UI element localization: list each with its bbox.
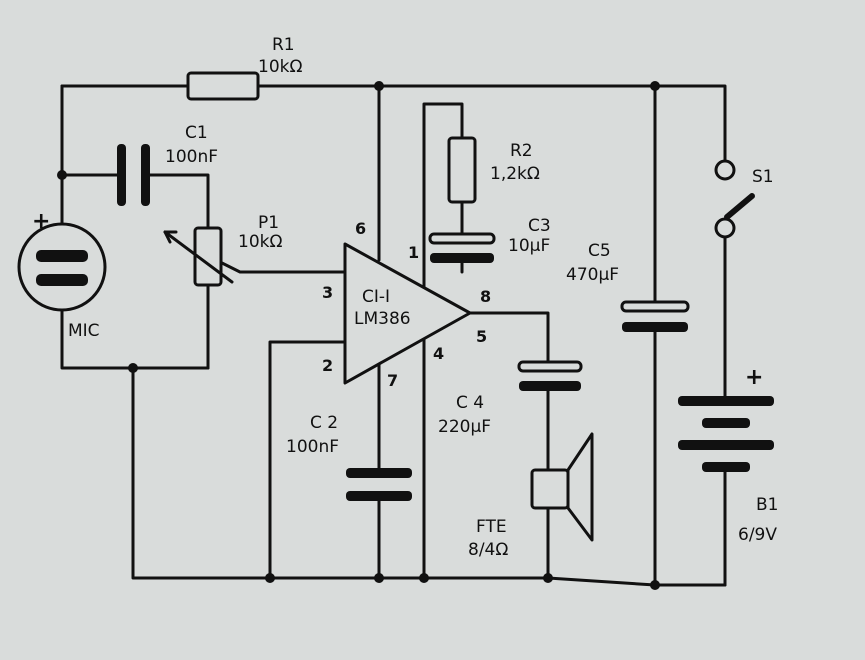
- junction-dot: [57, 170, 67, 180]
- c1-plate-right: [141, 144, 150, 206]
- ic-pin-5: 5: [476, 327, 487, 346]
- capacitor-c3: C3 10µF: [428, 216, 551, 263]
- ic-pin-1: 1: [408, 243, 419, 262]
- battery-ref: B1: [756, 495, 778, 515]
- speaker-fte: FTE 8/4Ω: [468, 432, 594, 560]
- r1-value: 10kΩ: [258, 57, 302, 77]
- capacitor-c4: C 4 220µF: [438, 360, 583, 437]
- c2-value: 100nF: [286, 437, 339, 457]
- ic-pin-3: 3: [322, 283, 333, 302]
- battery-plate-2: [702, 418, 750, 428]
- c2-ref: C 2: [310, 413, 338, 433]
- c1-ref: C1: [185, 123, 208, 143]
- c2-plate-top: [346, 468, 412, 478]
- p1-ref: P1: [258, 213, 279, 233]
- r2-c3-wire: [422, 102, 464, 294]
- c1-branch-wire: [60, 173, 210, 370]
- p1-value: 10kΩ: [238, 232, 282, 252]
- c4-ref: C 4: [456, 393, 484, 413]
- c4-value: 220µF: [438, 417, 491, 437]
- battery-plate-4: [702, 462, 750, 472]
- speaker-ref: FTE: [476, 517, 507, 537]
- p1-arrow-head: [163, 230, 178, 244]
- resistor-r1-body: [186, 71, 260, 101]
- battery-b1: + B1 6/9V: [678, 365, 778, 545]
- c4-plate-solid: [519, 381, 581, 391]
- resistor-r2: R2 1,2kΩ: [447, 136, 540, 204]
- junction-dot: [265, 573, 275, 583]
- mic-plate-top: [36, 250, 88, 262]
- ic-triangle: [343, 242, 472, 385]
- mic-ref: MIC: [68, 321, 100, 341]
- r2-value: 1,2kΩ: [490, 164, 540, 184]
- c4-plate-hollow: [517, 360, 583, 373]
- c1-plate-left: [117, 144, 126, 206]
- battery-value: 6/9V: [738, 525, 777, 545]
- battery-plus-sign: +: [745, 365, 763, 390]
- capacitor-c5: C5 470µF: [566, 241, 690, 332]
- top-rail-wire: [60, 84, 727, 162]
- resistor-r1: R1 10kΩ: [186, 35, 302, 101]
- c3-plate-solid: [430, 253, 494, 263]
- battery-plate-3: [678, 440, 774, 450]
- ic-ref: CI-I: [362, 287, 390, 307]
- junction-dot: [374, 573, 384, 583]
- ic-lm386: CI-I LM386 6 1 3 2 8 5 4 7: [322, 219, 491, 390]
- ic-pin-8: 8: [480, 287, 491, 306]
- junction-dot: [374, 81, 384, 91]
- capacitor-c2: C 2 100nF: [286, 413, 412, 501]
- mic-body: [17, 222, 107, 312]
- switch-s1: S1: [714, 159, 774, 239]
- junction-dot: [543, 573, 553, 583]
- junction-dot: [419, 573, 429, 583]
- c1-value: 100nF: [165, 147, 218, 167]
- speaker-value: 8/4Ω: [468, 540, 508, 560]
- ic-pin-7: 7: [387, 371, 398, 390]
- mic-plus-sign: +: [32, 209, 50, 234]
- s1-contact-bottom: [714, 217, 736, 239]
- capacitor-c1: C1 100nF: [117, 123, 218, 206]
- p1-adjust-arrow: [163, 230, 234, 284]
- wiper-to-pin3-wire: [206, 254, 347, 274]
- output-wire: [468, 311, 550, 580]
- s1-lever: [724, 193, 755, 220]
- ic-pin-4: 4: [433, 344, 444, 363]
- ic-pin-6: 6: [355, 219, 366, 238]
- junctions: [57, 81, 660, 590]
- ground-rail-wire: [131, 366, 727, 587]
- ic-value: LM386: [354, 309, 411, 329]
- mic-plate-bottom: [36, 274, 88, 286]
- resistor-r2-body: [447, 136, 477, 204]
- speaker-cone: [566, 432, 594, 542]
- r1-ref: R1: [272, 35, 295, 55]
- speaker-magnet: [530, 468, 570, 510]
- battery-plate-1: [678, 396, 774, 406]
- left-rail-wire: [60, 84, 210, 370]
- s1-ref: S1: [752, 167, 774, 187]
- c3-plate-hollow: [428, 232, 496, 245]
- c5-plate-hollow: [620, 300, 690, 313]
- r2-ref: R2: [510, 141, 533, 161]
- c2-plate-bottom: [346, 491, 412, 501]
- c5-plate-solid: [622, 322, 688, 332]
- s1-contact-top: [714, 159, 736, 181]
- junction-dot: [650, 580, 660, 590]
- potentiometer-p1: P1 10kΩ: [163, 213, 282, 287]
- microphone-mic: + MIC: [17, 209, 107, 341]
- pin2-wire: [268, 340, 347, 580]
- c5-value: 470µF: [566, 265, 619, 285]
- c5-ref: C5: [588, 241, 611, 261]
- junction-dot: [128, 363, 138, 373]
- junction-dot: [650, 81, 660, 91]
- c3-ref: C3: [528, 216, 551, 236]
- ic-pin-2: 2: [322, 356, 333, 375]
- c3-value: 10µF: [508, 236, 550, 256]
